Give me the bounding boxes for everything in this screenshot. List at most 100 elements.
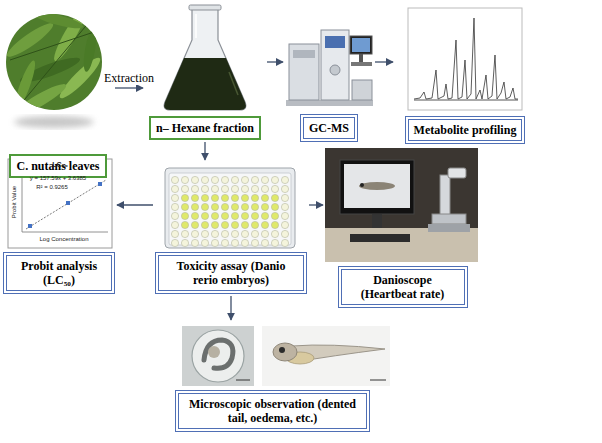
- well-plate-part: [261, 221, 268, 228]
- well-plate-part: [201, 176, 208, 183]
- danioscope-photo: [325, 148, 478, 262]
- well-plate-part: [211, 176, 218, 183]
- well-plate-part: [221, 239, 228, 246]
- well-plate-part: [261, 203, 268, 210]
- gc-ms-instrument-part: [330, 65, 340, 75]
- well-plate-part: [211, 185, 218, 192]
- well-plate-part: [231, 185, 238, 192]
- probit-graph-part: [28, 224, 32, 228]
- well-plate-part: [171, 176, 178, 183]
- gc-ms-instrument-part: [289, 44, 319, 100]
- well-plate-part: [261, 185, 268, 192]
- well-plate-part: [241, 194, 248, 201]
- danioscope-photo-part: [448, 168, 466, 178]
- well-plate-part: [251, 239, 258, 246]
- well-plate-part: [201, 230, 208, 237]
- process-node: Toxicity assay (Danio rerio embryos): [155, 162, 307, 294]
- spectrum-chart-part: [408, 8, 522, 110]
- flow-arrow: [117, 204, 153, 205]
- node-label: Probit analysis (LC₅₀): [3, 252, 115, 294]
- well-plate-part: [171, 230, 178, 237]
- probit-graph-part: [22, 172, 23, 232]
- danioscope-photo-part: [359, 182, 395, 190]
- well-plate-part: [181, 212, 188, 219]
- well-plate-part: [261, 239, 268, 246]
- well-plate-part: [191, 185, 198, 192]
- well-plate-part: [221, 221, 228, 228]
- node-label: Danioscope (Heartbeat rate): [338, 266, 468, 308]
- well-plate-part: [201, 212, 208, 219]
- well-plate-part: [271, 194, 278, 201]
- well-plate-part: [281, 239, 288, 246]
- danioscope-photo-part: [325, 148, 478, 262]
- gc-ms-instrument-part: [286, 100, 373, 106]
- well-plate-part: [231, 176, 238, 183]
- well-plate-part: [281, 194, 288, 201]
- well-plate-part: [281, 221, 288, 228]
- gc-ms-instrument-part: [351, 62, 372, 66]
- well-plate-part: [201, 185, 208, 192]
- well-plate-part: [251, 230, 258, 237]
- well-plate-part: [241, 221, 248, 228]
- well-plate-part: [261, 230, 268, 237]
- leaves-photo: [4, 6, 104, 128]
- well-plate-part: [201, 221, 208, 228]
- well-plate-part: [191, 212, 198, 219]
- well-plate-part: [281, 212, 288, 219]
- well-plate-part: [171, 194, 178, 201]
- well-plate-part: [241, 212, 248, 219]
- flask-photo: [164, 5, 246, 110]
- well-plate-part: [191, 203, 198, 210]
- danioscope-photo-part: [428, 224, 470, 232]
- well-plate-part: [191, 221, 198, 228]
- well-plate-part: [171, 203, 178, 210]
- well-plate-part: [181, 203, 188, 210]
- flow-arrow: [204, 142, 205, 160]
- node-label: Microscopic observation (dented tail, oe…: [175, 390, 370, 432]
- leaves-photo-part: [4, 6, 104, 120]
- larva-micrograph-part: [262, 326, 390, 386]
- larva-micrograph-part: [279, 347, 285, 353]
- well-plate-part: [211, 212, 218, 219]
- well-plate-part: [261, 176, 268, 183]
- well-plate-part: [231, 230, 238, 237]
- gc-ms-instrument-part: [359, 54, 363, 62]
- process-node: GC-MS: [285, 18, 373, 142]
- well-plate-part: [221, 230, 228, 237]
- probit-graph-part: [26, 180, 106, 229]
- flow-arrow: [230, 296, 231, 320]
- well-plate-part: [231, 239, 238, 246]
- well-plate-part: [181, 194, 188, 201]
- chart-label: Probit Value: [11, 186, 17, 218]
- well-plate-part: [271, 239, 278, 246]
- well-plate-part: [231, 194, 238, 201]
- spectrum-chart: [408, 8, 522, 110]
- node-label: GC-MS: [300, 114, 358, 142]
- danioscope-photo-part: [350, 234, 410, 242]
- larva-micrograph-part: [236, 380, 250, 381]
- well-plate-part: [251, 194, 258, 201]
- gc-ms-instrument-part: [352, 80, 372, 100]
- process-node: Metabolite profiling: [395, 4, 535, 144]
- gc-ms-instrument-part: [350, 36, 372, 54]
- well-plate-part: [241, 203, 248, 210]
- well-plate-part: [261, 194, 268, 201]
- well-plate-part: [221, 194, 228, 201]
- flask-photo-part: [164, 58, 246, 110]
- well-plate-part: [171, 212, 178, 219]
- well-plate-part: [191, 194, 198, 201]
- node-label: Metabolite profiling: [405, 116, 526, 144]
- danioscope-photo-part: [440, 175, 450, 215]
- danioscope-photo-part: [325, 228, 478, 262]
- well-plate-part: [271, 212, 278, 219]
- well-plate-part: [231, 221, 238, 228]
- well-plate-part: [181, 230, 188, 237]
- well-plate-part: [251, 176, 258, 183]
- chart-label: LC₅₀: [52, 161, 68, 168]
- well-plate-part: [281, 176, 288, 183]
- chart-label: R² = 0.9265: [36, 184, 68, 190]
- well-plate-part: [241, 176, 248, 183]
- flow-arrow: [115, 87, 143, 88]
- leaves-photo-part: [14, 116, 94, 128]
